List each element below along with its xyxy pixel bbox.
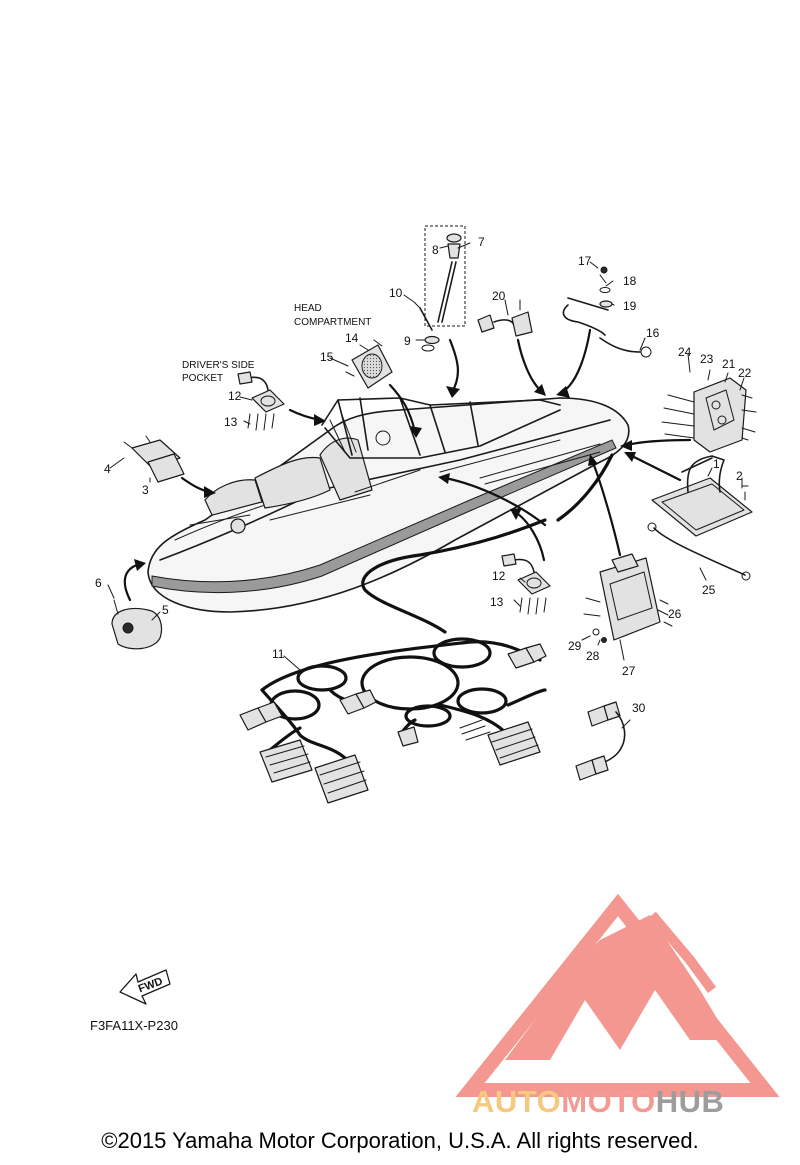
callout-16: 16	[646, 326, 660, 340]
switch-part	[123, 435, 185, 483]
callout-17: 17	[578, 254, 592, 268]
figure-code: F3FA11X-P230	[90, 1018, 178, 1033]
automotohub-logo: AUTOMOTOHUB	[455, 893, 780, 1119]
callout-24: 24	[678, 345, 692, 359]
callout-2: 2	[736, 469, 743, 483]
drivers-pocket-note-line2: POCKET	[182, 373, 223, 384]
callout-30: 30	[632, 701, 646, 715]
callout-25: 25	[702, 583, 716, 597]
callout-1: 1	[713, 457, 720, 471]
callout-12-upper: 12	[228, 389, 242, 403]
ground-cable-part	[562, 266, 652, 358]
callout-13-lower: 13	[490, 595, 504, 609]
fuse-box-part	[661, 377, 757, 453]
callout-26: 26	[668, 607, 682, 621]
drivers-pocket-note-line1: DRIVER'S SIDE	[182, 360, 255, 371]
callout-21: 21	[722, 357, 736, 371]
sensor-part	[477, 299, 533, 337]
battery-holder-part	[651, 455, 753, 537]
location-notes: HEAD COMPARTMENT DRIVER'S SIDE POCKET	[182, 303, 371, 384]
head-compartment-note-line2: COMPARTMENT	[294, 317, 371, 328]
callout-13-upper: 13	[224, 415, 238, 429]
callout-12-lower: 12	[492, 569, 506, 583]
callout-4: 4	[104, 462, 111, 476]
flag-pole-part	[419, 225, 466, 352]
wire-harness	[239, 453, 614, 804]
callout-23: 23	[700, 352, 714, 366]
callout-14: 14	[345, 331, 359, 345]
adapter-cable-part	[575, 701, 626, 781]
callout-20: 20	[492, 289, 506, 303]
fwd-indicator: FWD	[119, 969, 171, 1005]
assembly-arrows	[123, 328, 692, 602]
callout-10: 10	[389, 286, 403, 300]
brand-moto-text: MOTO	[561, 1084, 655, 1119]
pocket-light-part	[237, 371, 285, 431]
callout-29: 29	[568, 639, 582, 653]
callout-28: 28	[586, 649, 600, 663]
callout-labels: 1 2 3 4 5 6 7 8 9 10 11 12 12 13 13 14 1…	[95, 235, 752, 715]
battery-cable-part	[647, 522, 751, 581]
callout-6: 6	[95, 576, 102, 590]
callout-3: 3	[142, 483, 149, 497]
callout-5: 5	[162, 603, 169, 617]
callout-18: 18	[623, 274, 637, 288]
callout-9: 9	[404, 334, 411, 348]
callout-19: 19	[623, 299, 637, 313]
svg-text:AUTOMOTOHUB: AUTOMOTOHUB	[472, 1084, 724, 1119]
callout-15: 15	[320, 350, 334, 364]
boat-hull	[147, 397, 630, 613]
horn-part	[111, 599, 163, 650]
callout-22: 22	[738, 366, 752, 380]
leader-lines	[107, 242, 745, 729]
brand-auto-text: AUTO	[472, 1084, 561, 1119]
callout-27: 27	[622, 664, 636, 678]
callout-11: 11	[272, 647, 285, 661]
speaker-part	[345, 339, 393, 389]
callout-7: 7	[478, 235, 485, 249]
brand-hub-text: HUB	[656, 1084, 725, 1119]
courtesy-light-part	[501, 553, 551, 615]
callout-8: 8	[432, 243, 439, 257]
copyright-notice: ©2015 Yamaha Motor Corporation, U.S.A. A…	[101, 1128, 699, 1153]
control-unit-part	[583, 553, 673, 643]
head-compartment-note-line1: HEAD	[294, 303, 322, 314]
